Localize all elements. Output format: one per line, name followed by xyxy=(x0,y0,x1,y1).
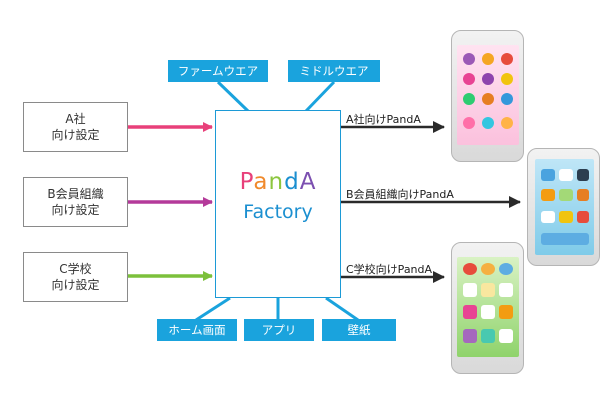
input-box-b: B会員組織 向け設定 xyxy=(23,177,128,227)
connector-home xyxy=(195,296,231,322)
phone-c-icon xyxy=(451,242,524,374)
logo-letter-A: A xyxy=(299,169,317,195)
output-label-a: A社向けPandA xyxy=(346,113,421,126)
panda-logo-wordmark: PandA xyxy=(216,169,340,195)
phone-c-screen xyxy=(457,257,519,357)
input-box-c: C学校 向け設定 xyxy=(23,252,128,302)
input-b-line2: 向け設定 xyxy=(51,203,100,217)
logo-letter-d: d xyxy=(284,169,300,195)
label-wallpaper: 壁紙 xyxy=(322,319,396,341)
input-c-line2: 向け設定 xyxy=(51,278,100,292)
logo-letter-p: P xyxy=(239,169,254,195)
logo-letter-n: n xyxy=(268,169,285,195)
input-box-a: A社 向け設定 xyxy=(23,102,128,152)
panda-factory-box: PandA Factory xyxy=(215,110,341,298)
connector-wallpaper xyxy=(325,296,359,322)
label-middleware: ミドルウエア xyxy=(288,60,380,82)
input-a-line1: A社 xyxy=(65,112,86,126)
input-a-line2: 向け設定 xyxy=(51,128,100,142)
phone-b-screen xyxy=(535,159,594,255)
output-label-b: B会員組織向けPandA xyxy=(346,188,454,201)
output-label-c: C学校向けPandA xyxy=(346,263,433,276)
factory-title: Factory xyxy=(243,201,313,223)
input-b-line1: B会員組織 xyxy=(47,187,104,201)
label-apps: アプリ xyxy=(244,319,314,341)
input-c-line1: C学校 xyxy=(59,262,92,276)
phone-a-icon xyxy=(451,30,524,162)
label-firmware: ファームウエア xyxy=(168,60,268,82)
logo-letter-a: a xyxy=(253,169,269,195)
connector-firmware xyxy=(216,80,250,113)
label-home-screen: ホーム画面 xyxy=(157,319,237,341)
phone-a-screen xyxy=(457,45,519,145)
phone-b-icon xyxy=(527,148,600,266)
connector-middleware xyxy=(304,80,336,113)
